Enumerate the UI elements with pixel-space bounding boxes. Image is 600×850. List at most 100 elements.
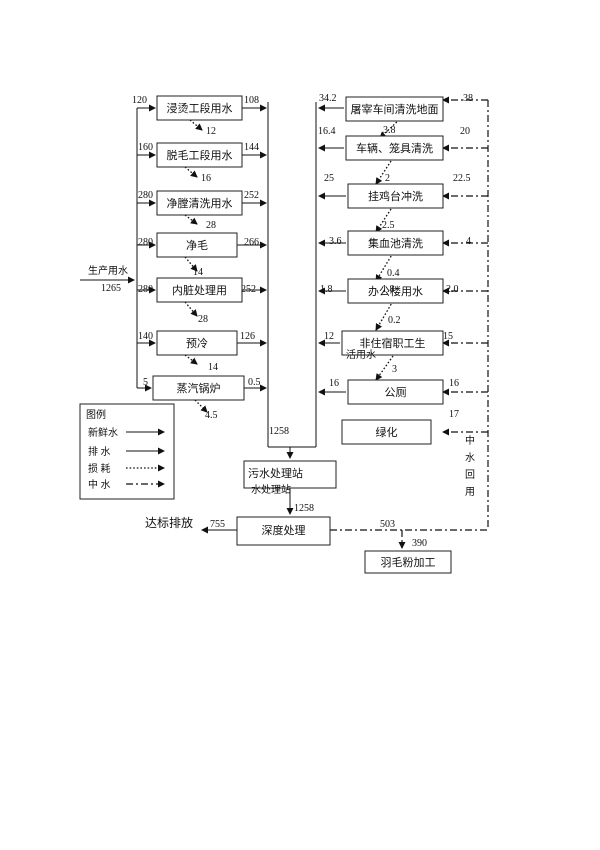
value-offal-in: 280 — [138, 284, 153, 295]
box-sewage-station: 污水处理站 — [243, 460, 337, 489]
legend: 图例 新鲜水 排 水 损 耗 中 水 — [79, 403, 175, 500]
value-offal-out: 252 — [241, 284, 256, 295]
value-scalding-loss: 12 — [206, 126, 216, 137]
value-boiler-out: 0.5 — [248, 377, 261, 388]
box-boiler-label: 蒸汽锅炉 — [177, 381, 221, 395]
value-slaughter-loss: 3.8 — [383, 125, 396, 136]
box-deep-treatment-label: 深度处理 — [262, 523, 306, 537]
reclaimed-char-3: 回 — [465, 469, 475, 481]
box-toilet-label: 公厕 — [385, 386, 407, 399]
legend-reclaim-label: 中 水 — [88, 478, 111, 491]
value-scalding-in: 120 — [132, 95, 147, 106]
value-toilet-out: 16 — [329, 378, 339, 389]
value-blood-out: 3.6 — [329, 236, 342, 247]
box-feather-meal-label: 羽毛粉加工 — [381, 556, 436, 569]
right-process-lines — [201, 102, 346, 534]
box-office-label: 办公楼用水 — [368, 284, 423, 298]
box-toilet: 公厕 — [347, 379, 444, 405]
value-office-out: 1.8 — [320, 284, 333, 295]
box-dehairing: 脱毛工段用水 — [156, 142, 243, 168]
value-reuse: 503 — [380, 519, 395, 530]
value-plucking-loss: 14 — [193, 267, 203, 278]
treatment-values: 1258 1258 755 达标排放 503 390 — [145, 426, 427, 549]
box-plucking-label: 净毛 — [186, 238, 208, 252]
right-flow-values: 34.2 38 3.8 16.4 20 2 25 22.5 2.5 3.6 4 … — [318, 93, 473, 420]
box-sewage-station-label: 污水处理站 — [248, 466, 303, 480]
value-precooling-loss: 14 — [208, 362, 218, 373]
box-scalding-label: 浸烫工段用水 — [167, 101, 233, 115]
box-feather-meal: 羽毛粉加工 — [364, 550, 452, 574]
value-staff-loss: 3 — [392, 364, 397, 375]
value-total-drain: 1258 — [269, 426, 289, 437]
value-hanging-loss: 2.5 — [382, 220, 395, 231]
value-boiler-loss: 4.5 — [205, 410, 218, 421]
reclaimed-char-1: 中 — [465, 434, 475, 447]
value-precooling-out: 126 — [240, 331, 255, 342]
reclaimed-water-lines — [330, 96, 489, 549]
value-toilet-in: 16 — [449, 378, 459, 389]
value-offal-loss: 28 — [198, 314, 208, 325]
box-greening-label: 绿化 — [376, 425, 398, 439]
box-precooling: 预冷 — [156, 330, 238, 356]
fresh-water-value: 1265 — [101, 283, 121, 294]
value-slaughter-in: 38 — [463, 93, 473, 104]
box-slaughter-floor-label: 屠宰车间清洗地面 — [351, 102, 439, 116]
value-greening-in: 17 — [449, 409, 459, 420]
legend-drain-label: 排 水 — [88, 445, 111, 458]
box-deep-treatment: 深度处理 — [236, 516, 331, 546]
value-blood-loss: 0.4 — [387, 268, 400, 279]
value-office-overlap: 1.8 — [382, 284, 395, 295]
box-staff-domestic: 非住宿职工生 — [341, 330, 444, 356]
discharge-label: 达标排放 — [145, 515, 193, 530]
box-greening: 绿化 — [341, 419, 432, 445]
reclaimed-return-label: 中 水 回 用 — [465, 434, 475, 498]
sewage-station-label-overlap: 水处理站 — [251, 483, 291, 496]
fresh-water-label: 生产用水 — [88, 264, 128, 277]
value-staff-out: 12 — [324, 331, 334, 342]
legend-loss-label: 损 耗 — [88, 462, 111, 475]
value-vehicle-loss: 2 — [385, 173, 390, 184]
reclaimed-char-4: 用 — [465, 487, 475, 498]
box-vehicle-cage: 车辆、笼具清洗 — [345, 135, 444, 161]
value-evisceration-in: 280 — [138, 190, 153, 201]
value-scalding-out: 108 — [244, 95, 259, 106]
value-plucking-out: 266 — [244, 237, 259, 248]
value-office-loss: 0.2 — [388, 315, 401, 326]
left-flow-values: 120 108 12 160 144 16 280 252 28 280 266… — [88, 95, 261, 421]
value-dehairing-in: 160 — [138, 142, 153, 153]
box-offal: 内脏处理用 — [156, 277, 243, 303]
box-evisceration-wash-label: 净膛清洗用水 — [167, 196, 233, 210]
left-process-lines — [80, 102, 269, 447]
value-vehicle-in: 20 — [460, 126, 470, 137]
loss-lines — [184, 116, 403, 413]
box-office: 办公楼用水 — [347, 278, 444, 304]
box-blood-pool-label: 集血池清洗 — [368, 236, 423, 250]
box-hanging-station-label: 挂鸡台冲洗 — [368, 189, 423, 203]
legend-fresh-label: 新鲜水 — [88, 426, 118, 439]
box-scalding: 浸烫工段用水 — [156, 95, 243, 121]
box-offal-label: 内脏处理用 — [172, 283, 227, 297]
value-precooling-in: 140 — [138, 331, 153, 342]
box-precooling-label: 预冷 — [186, 337, 208, 350]
value-hanging-in: 22.5 — [453, 173, 471, 184]
reclaimed-char-2: 水 — [465, 452, 475, 464]
value-slaughter-out: 34.2 — [319, 93, 337, 104]
value-evisceration-out: 252 — [244, 190, 259, 201]
value-discharge: 755 — [210, 519, 225, 530]
box-staff-domestic-label: 非住宿职工生 — [360, 336, 426, 350]
value-feather: 390 — [412, 538, 427, 549]
box-blood-pool: 集血池清洗 — [347, 230, 444, 256]
value-staff-in: 15 — [443, 331, 453, 342]
staff-domestic-label-line2: 活用水 — [346, 349, 376, 361]
value-dehairing-loss: 16 — [201, 173, 211, 184]
box-evisceration-wash: 净膛清洗用水 — [156, 190, 243, 216]
value-hanging-out: 25 — [324, 173, 334, 184]
value-blood-in: 4 — [466, 236, 471, 247]
value-to-deep-treatment: 1258 — [294, 503, 314, 514]
box-dehairing-label: 脱毛工段用水 — [167, 148, 233, 162]
box-slaughter-floor: 屠宰车间清洗地面 — [345, 96, 444, 122]
value-vehicle-out: 16.4 — [318, 126, 336, 137]
legend-title: 图例 — [86, 408, 106, 421]
